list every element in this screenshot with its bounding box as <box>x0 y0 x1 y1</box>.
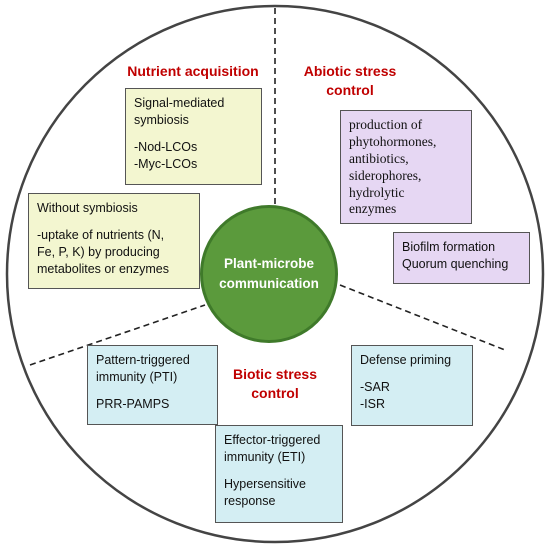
heading-abiotic-line2: control <box>326 81 374 98</box>
list-item: -Myc-LCOs <box>134 156 198 171</box>
box-eti: Effector-triggered immunity (ETI) Hypers… <box>215 425 343 523</box>
box-without-symbiosis: Without symbiosis -uptake of nutrients (… <box>28 193 200 289</box>
text-line: antibiotics, <box>349 150 409 166</box>
text-line: phytohormones, <box>349 133 437 149</box>
box-title: Without symbiosis <box>37 201 138 215</box>
text-line: immunity (PTI) <box>96 369 178 384</box>
text-line: response <box>224 493 276 508</box>
box-biofilm: Biofilm formation Quorum quenching <box>393 232 530 284</box>
list-item: -Nod-LCOs <box>134 139 198 154</box>
text-line: Hypersensitive <box>224 476 306 491</box>
text-line: metabolites or enzymes <box>37 261 170 276</box>
box-production: production of phytohormones, antibiotics… <box>340 110 472 224</box>
list-item: -ISR <box>360 396 385 411</box>
list-item: -SAR <box>360 379 390 394</box>
text-line: hydrolytic <box>349 184 405 200</box>
text-line: -uptake of nutrients (N, <box>37 227 165 242</box>
text-line: Quorum quenching <box>402 256 509 271</box>
box-defense-priming: Defense priming -SAR -ISR <box>351 345 473 426</box>
heading-abiotic-line1: Abiotic stress <box>303 63 397 79</box>
text-line: Signal-mediated <box>134 96 225 110</box>
text-line: enzymes <box>349 201 397 217</box>
text-line: Effector-triggered <box>224 433 321 447</box>
heading-biotic-line2: control <box>251 384 299 401</box>
box-pti: Pattern-triggered immunity (PTI) PRR-PAM… <box>87 345 218 425</box>
center-line1: Plant-microbe <box>223 256 315 272</box>
heading-nutrient: Nutrient acquisition <box>118 62 268 81</box>
box-title: Defense priming <box>360 353 452 367</box>
divider-left <box>29 304 206 366</box>
heading-nutrient-text: Nutrient acquisition <box>127 63 259 79</box>
text-line: production of <box>349 117 423 132</box>
heading-biotic-line1: Biotic stress <box>232 366 318 382</box>
text-line: Fe, P, K) by producing <box>37 244 160 259</box>
heading-biotic: Biotic stress control <box>220 365 330 403</box>
text-line: immunity (ETI) <box>224 449 306 464</box>
heading-abiotic: Abiotic stress control <box>290 62 410 100</box>
text-line: symbiosis <box>134 112 189 127</box>
text-line: Pattern-triggered <box>96 353 190 367</box>
text-line: siderophores, <box>349 167 422 183</box>
center-circle: Plant-microbe communication <box>200 205 338 343</box>
list-item: PRR-PAMPS <box>96 396 170 411</box>
center-line2: communication <box>219 276 319 291</box>
box-signal-mediated-symbiosis: Signal-mediated symbiosis -Nod-LCOs -Myc… <box>125 88 262 185</box>
text-line: Biofilm formation <box>402 240 496 254</box>
